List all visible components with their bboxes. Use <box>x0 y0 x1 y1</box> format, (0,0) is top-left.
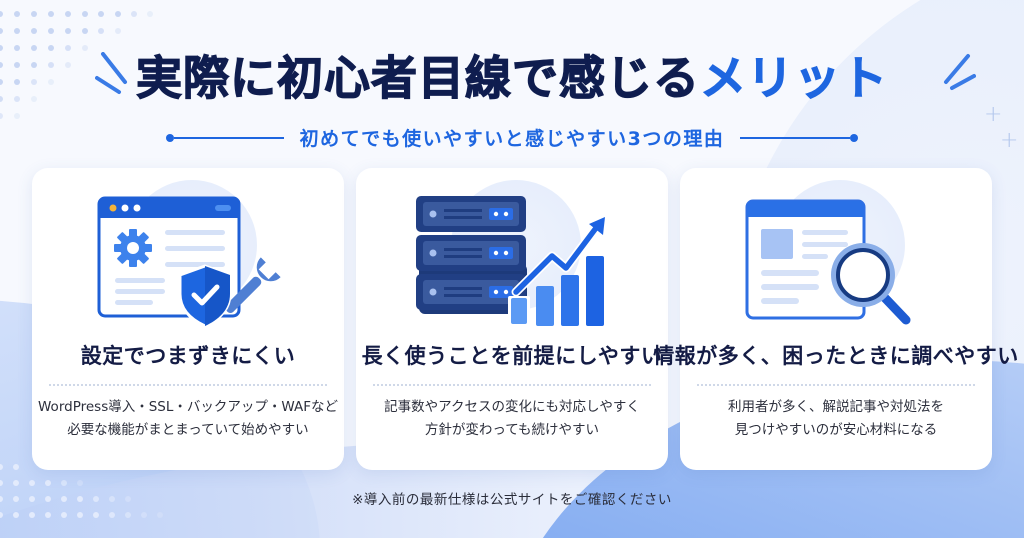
document-magnifier-icon <box>745 199 911 325</box>
dot-pattern-top-left <box>0 11 153 119</box>
subtitle: 初めてでも使いやすいと感じやすい3つの理由 <box>299 128 725 150</box>
dotted-divider <box>49 384 327 386</box>
card-title: 情報が多く、困ったときに調べやすい <box>653 344 1019 368</box>
plus-sparkle-icon: + <box>1000 128 1019 153</box>
title-main: 実際に初心者目線で感じる <box>135 50 700 105</box>
subtitle-divider-left <box>165 133 284 142</box>
merit-card-information: 情報が多く、困ったときに調べやすい 利用者が多く、解説記事や対処法を 見つけやす… <box>653 168 1018 470</box>
plus-sparkle-icon: + <box>984 102 1003 127</box>
subtitle-row: 初めてでも使いやすいと感じやすい3つの理由 <box>0 124 1024 151</box>
server-growth-chart-icon <box>416 196 605 326</box>
card-title: 設定でつまずきにくい <box>80 344 296 368</box>
browser-settings-shield-wrench-icon <box>97 196 281 328</box>
emphasis-lines-right-icon <box>944 54 976 90</box>
card-description: WordPress導入・SSL・バックアップ・WAFなど 必要な機能がまとまって… <box>38 399 338 438</box>
dotted-divider <box>373 384 651 386</box>
subtitle-divider-right <box>740 133 859 142</box>
emphasis-lines-left-icon <box>95 52 127 94</box>
merit-card-setup: 設定でつまずきにくい WordPress導入・SSL・バックアップ・WAFなど … <box>32 168 344 470</box>
card-title: 長く使うことを前提にしやすい <box>361 344 663 368</box>
footnote: ※導入前の最新仕様は公式サイトをご確認ください <box>352 492 672 508</box>
dot-pattern-bottom-left <box>0 464 163 518</box>
merit-card-long-term: 長く使うことを前提にしやすい 記事数やアクセスの変化にも対応しやすく 方針が変わ… <box>356 168 668 470</box>
title-accent: メリット <box>699 50 888 105</box>
merit-cards: 設定でつまずきにくい WordPress導入・SSL・バックアップ・WAFなど … <box>32 168 1018 470</box>
dotted-divider <box>697 384 975 386</box>
card-description: 記事数やアクセスの変化にも対応しやすく 方針が変わっても続けやすい <box>384 399 640 438</box>
card-description: 利用者が多く、解説記事や対処法を 見つけやすいのが安心材料になる <box>728 399 944 438</box>
page-title: 実際に初心者目線で感じるメリット <box>0 42 1024 108</box>
